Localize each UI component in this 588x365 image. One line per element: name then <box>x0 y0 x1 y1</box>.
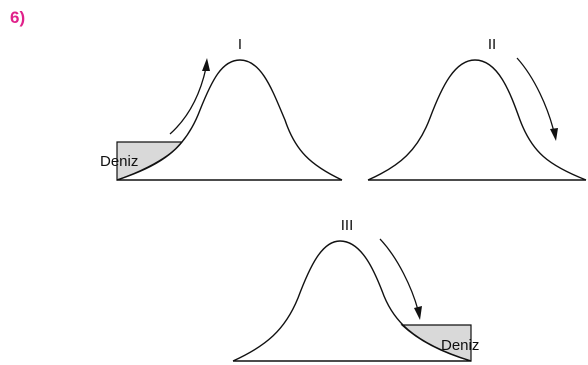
panel-ii-arrow <box>517 58 554 132</box>
panel-iii: III Deniz <box>233 217 479 361</box>
panel-ii: II <box>368 36 586 180</box>
panel-iii-sea-label: Deniz <box>441 337 479 354</box>
panel-i: I Deniz <box>100 36 342 180</box>
panel-i-label: I <box>238 36 242 53</box>
panel-i-sea-label: Deniz <box>100 153 138 170</box>
panel-iii-label: III <box>341 217 354 234</box>
panel-ii-mountain <box>368 60 586 180</box>
panel-ii-label: II <box>488 36 496 53</box>
panel-ii-arrowhead <box>550 128 558 141</box>
panel-i-arrowhead <box>202 58 210 71</box>
panel-iii-arrowhead <box>414 306 422 320</box>
panel-i-arrow <box>170 68 206 134</box>
